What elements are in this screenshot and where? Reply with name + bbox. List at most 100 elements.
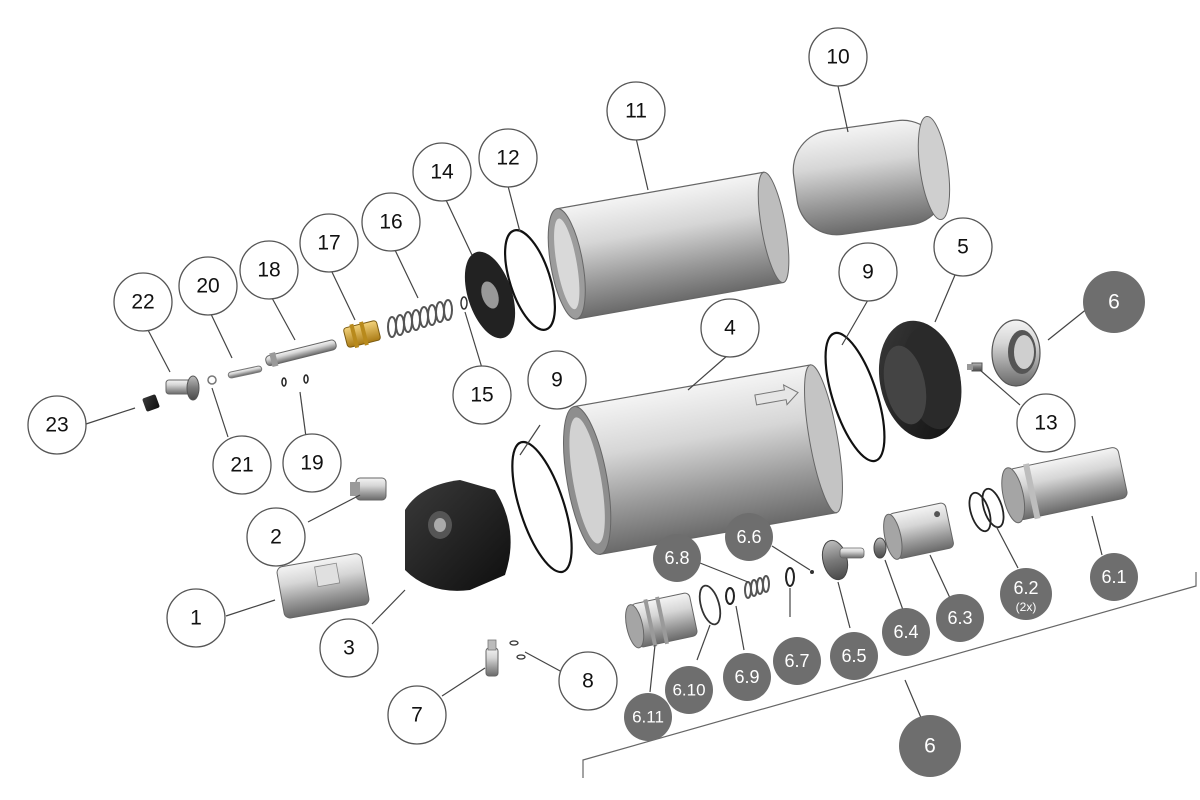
callout-10: 10 bbox=[808, 27, 868, 87]
callout-18: 18 bbox=[239, 240, 299, 300]
part-21-tiny-ring bbox=[207, 375, 217, 385]
svg-text:14: 14 bbox=[430, 161, 454, 184]
svg-text:6: 6 bbox=[924, 735, 936, 758]
svg-text:(2x): (2x) bbox=[1016, 600, 1037, 614]
callout-19: 19 bbox=[282, 433, 342, 493]
part-12-o-ring bbox=[503, 229, 557, 331]
svg-text:12: 12 bbox=[496, 147, 519, 170]
callout-6-10: 6.10 bbox=[665, 666, 713, 714]
callout-5: 5 bbox=[933, 217, 993, 277]
svg-text:6.10: 6.10 bbox=[672, 681, 705, 700]
callout-3: 3 bbox=[319, 618, 379, 678]
part-2-plug bbox=[350, 477, 387, 501]
callout-12: 12 bbox=[478, 128, 538, 188]
part-6-9-o-ring bbox=[725, 587, 735, 605]
callout-8: 8 bbox=[558, 651, 618, 711]
part-1-sleeve bbox=[276, 553, 370, 619]
part-4-main-cylinder bbox=[563, 364, 843, 556]
svg-text:6.11: 6.11 bbox=[632, 708, 664, 727]
svg-text:6.1: 6.1 bbox=[1101, 567, 1126, 587]
svg-text:22: 22 bbox=[131, 291, 154, 314]
part-19-tiny-o-rings bbox=[281, 374, 309, 387]
part-6-11-cartridge bbox=[625, 592, 698, 649]
callout-13: 13 bbox=[1016, 393, 1076, 453]
svg-text:15: 15 bbox=[470, 384, 493, 407]
callout-11: 11 bbox=[606, 81, 666, 141]
part-14-diaphragm-disc bbox=[464, 251, 516, 339]
svg-text:6.8: 6.8 bbox=[664, 548, 689, 568]
svg-text:3: 3 bbox=[343, 637, 355, 660]
callout-6-3: 6.3 bbox=[936, 594, 984, 642]
callout-6-5: 6.5 bbox=[830, 632, 878, 680]
svg-text:17: 17 bbox=[317, 232, 340, 255]
svg-text:21: 21 bbox=[230, 454, 253, 477]
part-6-3-insert bbox=[883, 502, 954, 560]
svg-text:20: 20 bbox=[196, 275, 219, 298]
part-9-o-ring-right bbox=[824, 331, 886, 463]
svg-text:7: 7 bbox=[411, 704, 423, 727]
svg-text:18: 18 bbox=[257, 259, 280, 282]
callout-7: 7 bbox=[387, 685, 447, 745]
part-5-flange bbox=[878, 320, 962, 440]
svg-text:9: 9 bbox=[551, 369, 563, 392]
callout-9-right: 9 bbox=[838, 242, 898, 302]
part-18-piston-rod bbox=[265, 339, 337, 368]
callout-6-6: 6.6 bbox=[725, 513, 773, 561]
callout-1: 1 bbox=[166, 588, 226, 648]
callout-6-top: 6 bbox=[1083, 271, 1145, 333]
subassembly-bracket bbox=[582, 572, 1197, 778]
svg-text:6.9: 6.9 bbox=[734, 667, 759, 687]
callout-6-7: 6.7 bbox=[773, 637, 821, 685]
part-6-8-spring bbox=[744, 575, 770, 599]
svg-text:6.7: 6.7 bbox=[784, 651, 809, 671]
part-8-tiny-o-rings bbox=[509, 640, 526, 660]
callout-4: 4 bbox=[700, 298, 760, 358]
callout-9-left: 9 bbox=[527, 350, 587, 410]
callout-21: 21 bbox=[212, 435, 272, 495]
callout-22: 22 bbox=[113, 272, 173, 332]
callout-6-4: 6.4 bbox=[882, 608, 930, 656]
svg-text:4: 4 bbox=[724, 317, 736, 340]
callout-6-9: 6.9 bbox=[723, 653, 771, 701]
svg-text:6.4: 6.4 bbox=[893, 622, 918, 642]
svg-text:6.3: 6.3 bbox=[947, 608, 972, 628]
parts-drawing bbox=[142, 115, 1197, 778]
part-3-body bbox=[405, 480, 511, 591]
callout-15: 15 bbox=[452, 365, 512, 425]
svg-text:10: 10 bbox=[826, 46, 849, 69]
part-6-10-o-ring bbox=[698, 584, 722, 626]
svg-text:1: 1 bbox=[190, 607, 202, 630]
svg-text:2: 2 bbox=[270, 526, 282, 549]
part-11-outer-cylinder bbox=[547, 171, 790, 320]
callout-6-bottom: 6 bbox=[899, 715, 961, 777]
callout-16: 16 bbox=[361, 192, 421, 252]
part-10-end-cap bbox=[792, 115, 951, 236]
callout-6-11: 6.11 bbox=[624, 693, 672, 741]
svg-text:23: 23 bbox=[45, 414, 68, 437]
part-6-6-ball bbox=[810, 570, 814, 574]
part-17-brass-fitting bbox=[343, 320, 381, 349]
callout-6-8: 6.8 bbox=[653, 534, 701, 582]
part-20-pin bbox=[227, 365, 263, 379]
part-6-7-o-ring bbox=[785, 567, 795, 587]
svg-text:6: 6 bbox=[1108, 291, 1120, 314]
svg-text:11: 11 bbox=[625, 100, 647, 123]
part-6-5-poppet bbox=[821, 539, 865, 581]
part-6-bushing-top bbox=[991, 319, 1041, 387]
svg-text:13: 13 bbox=[1034, 412, 1057, 435]
part-22-valve-stem bbox=[165, 375, 200, 401]
part-16-spring bbox=[387, 299, 453, 338]
part-23-black-cap bbox=[142, 394, 160, 412]
svg-text:6.5: 6.5 bbox=[841, 646, 866, 666]
svg-text:5: 5 bbox=[957, 236, 969, 259]
leader-lines bbox=[85, 85, 1103, 721]
part-7-small-valve bbox=[485, 639, 499, 677]
svg-text:6.2: 6.2 bbox=[1013, 578, 1038, 598]
svg-text:9: 9 bbox=[862, 261, 874, 284]
callout-20: 20 bbox=[178, 256, 238, 316]
callout-23: 23 bbox=[27, 395, 87, 455]
callout-6-1: 6.1 bbox=[1090, 553, 1138, 601]
part-15-small-ring bbox=[460, 296, 468, 310]
